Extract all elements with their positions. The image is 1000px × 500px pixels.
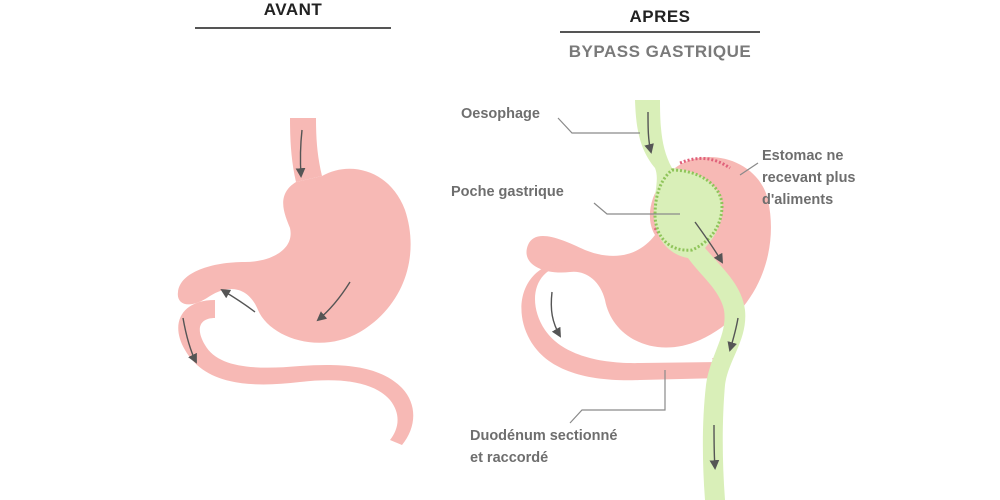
after-subtitle: BYPASS GASTRIQUE	[568, 42, 752, 61]
label-duodenum-line2: et raccordé	[470, 450, 549, 466]
bypass-stomach	[521, 100, 771, 500]
label-estomac: Estomac ne recevant plus d'aliments	[762, 145, 856, 211]
after-heading: APRES	[629, 7, 691, 26]
label-duodenum: Duodénum sectionné et raccordé	[470, 425, 617, 469]
label-estomac-line1: Estomac ne	[762, 148, 844, 164]
normal-stomach	[177, 118, 414, 445]
label-estomac-line3: d'aliments	[762, 192, 834, 208]
after-heading-rule	[560, 31, 760, 33]
label-poche-gastrique: Poche gastrique	[451, 184, 564, 200]
before-heading-rule	[195, 27, 391, 29]
label-oesophage: Oesophage	[461, 106, 540, 122]
label-estomac-line2: recevant plus	[762, 170, 856, 186]
label-duodenum-line1: Duodénum sectionné	[470, 428, 618, 444]
before-heading: AVANT	[263, 0, 323, 19]
leader-lines	[557, 117, 759, 424]
